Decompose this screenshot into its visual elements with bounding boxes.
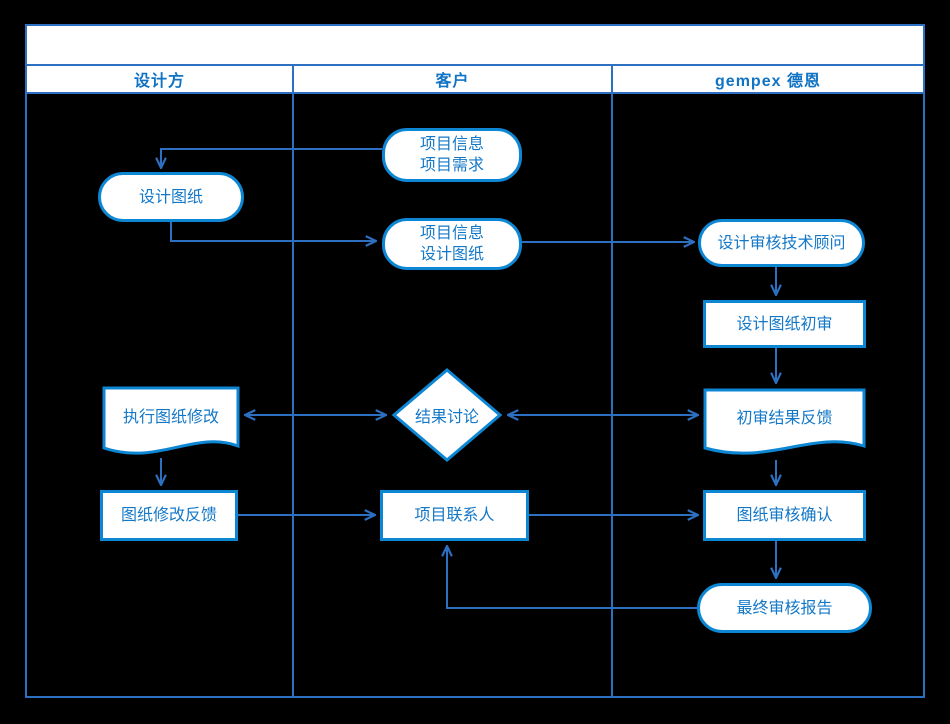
node-design-drawing-label: 设计图纸 bbox=[138, 188, 203, 206]
node-project-info-drawing-line1: 项目信息 bbox=[419, 225, 484, 242]
node-project-info-requirements-line2: 项目需求 bbox=[419, 157, 484, 174]
node-project-info-requirements: 项目信息 项目需求 bbox=[382, 128, 522, 182]
lane-divider-1 bbox=[292, 64, 294, 698]
document-shape-outline bbox=[703, 388, 866, 455]
header-row-background bbox=[25, 66, 925, 92]
node-modification-feedback-label: 图纸修改反馈 bbox=[120, 507, 217, 524]
table-border-left bbox=[25, 24, 27, 698]
node-drawing-review-confirm-label: 图纸审核确认 bbox=[736, 507, 833, 524]
node-project-contact-label: 项目联系人 bbox=[414, 507, 495, 524]
node-review-consultant-label: 设计审核技术顾问 bbox=[717, 234, 846, 252]
table-border-top bbox=[25, 24, 925, 26]
node-project-info-drawing: 项目信息 设计图纸 bbox=[382, 218, 522, 270]
document-shape-outline bbox=[102, 386, 240, 455]
lane-header-designer-label: 设计方 bbox=[133, 73, 185, 90]
node-result-discussion: 结果讨论 bbox=[391, 367, 503, 463]
edge-designdrawing-to-projectinfodrawing bbox=[170, 222, 376, 241]
diamond-shape-outline bbox=[391, 368, 503, 462]
node-design-drawing: 设计图纸 bbox=[98, 172, 244, 222]
node-project-info-requirements-line1: 项目信息 bbox=[419, 136, 484, 153]
title-bar bbox=[25, 26, 925, 64]
node-modification-feedback: 图纸修改反馈 bbox=[100, 490, 238, 541]
table-border-bottom bbox=[25, 696, 925, 698]
lane-header-gempex-label: gempex 德恩 bbox=[715, 73, 821, 90]
node-exec-modification: 执行图纸修改 bbox=[102, 386, 240, 464]
lane-header-customer-label: 客户 bbox=[435, 73, 470, 90]
node-drawing-initial-review: 设计图纸初审 bbox=[703, 300, 866, 348]
node-initial-review-feedback: 初审结果反馈 bbox=[703, 388, 866, 462]
edge-finalreport-to-contact bbox=[447, 546, 697, 609]
node-initial-review-feedback-label: 初审结果反馈 bbox=[736, 410, 833, 427]
node-project-info-drawing-line2: 设计图纸 bbox=[419, 246, 484, 263]
node-result-discussion-label: 结果讨论 bbox=[414, 409, 479, 426]
lane-header-designer: 设计方 bbox=[27, 66, 292, 92]
node-final-review-report: 最终审核报告 bbox=[697, 583, 872, 633]
table-line-under-header bbox=[25, 92, 925, 94]
lane-divider-2 bbox=[611, 64, 613, 698]
edge-projectinfo-to-designdrawing bbox=[161, 148, 382, 168]
node-review-consultant: 设计审核技术顾问 bbox=[698, 219, 865, 267]
table-border-right bbox=[923, 24, 925, 698]
node-drawing-review-confirm: 图纸审核确认 bbox=[703, 490, 866, 541]
lane-header-gempex: gempex 德恩 bbox=[613, 66, 923, 92]
node-project-contact: 项目联系人 bbox=[380, 490, 529, 541]
node-exec-modification-label: 执行图纸修改 bbox=[122, 409, 219, 426]
table-line-under-title bbox=[25, 64, 925, 66]
node-final-review-report-label: 最终审核报告 bbox=[736, 599, 833, 617]
node-drawing-initial-review-label: 设计图纸初审 bbox=[736, 315, 833, 333]
lane-header-customer: 客户 bbox=[294, 66, 611, 92]
